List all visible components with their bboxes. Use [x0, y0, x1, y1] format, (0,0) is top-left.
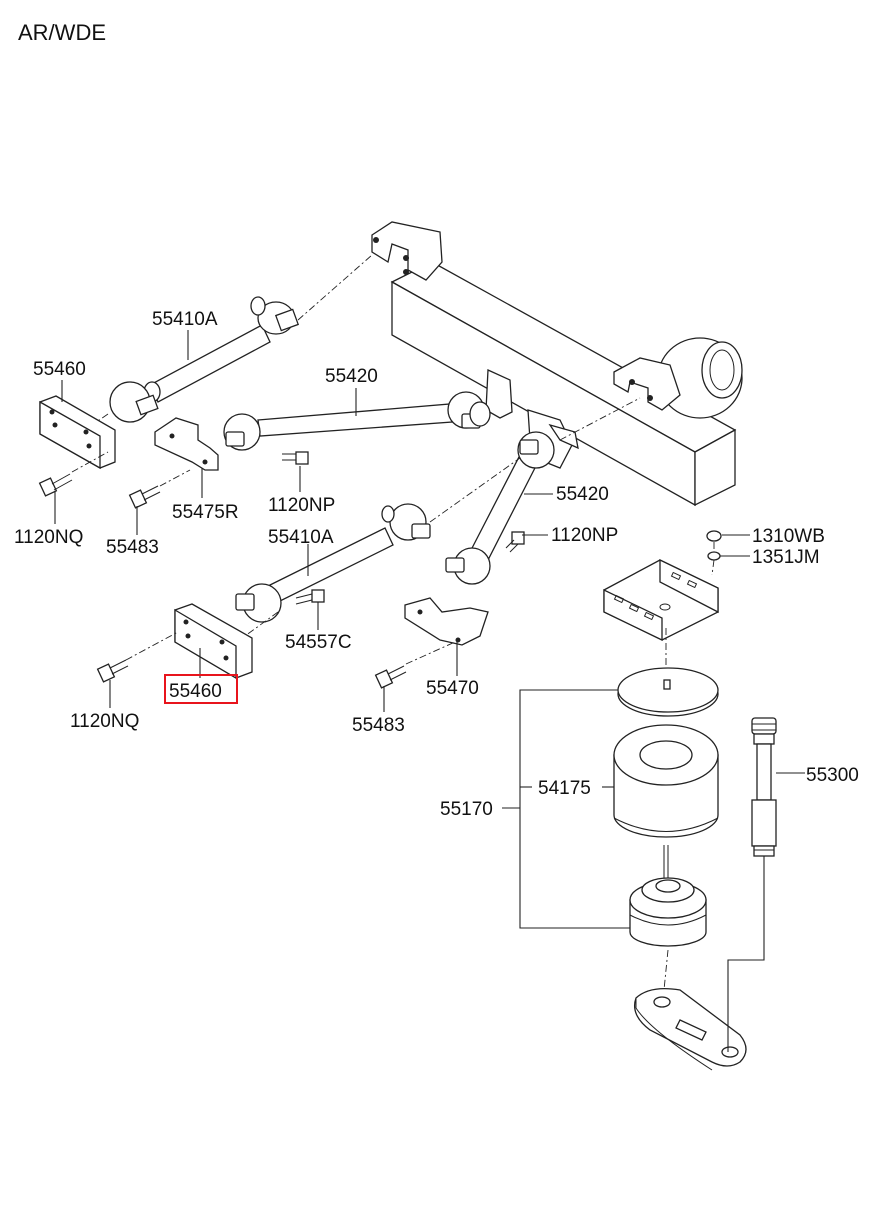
right-frame-bracket: [613, 357, 681, 411]
highlight-box: [164, 674, 238, 704]
label-1120NP-mid[interactable]: 1120NP: [268, 495, 335, 516]
label-54175[interactable]: 54175: [538, 778, 591, 799]
label-1120NQ-top[interactable]: 1120NQ: [14, 527, 83, 548]
washer-disc: [617, 667, 719, 717]
lower-link-55410A: [235, 503, 431, 623]
bracket-55470: [404, 597, 489, 646]
bolt-1120NQ-top: [38, 473, 73, 497]
bolt-1120NQ-low: [96, 659, 129, 683]
mount-bracket: [603, 558, 719, 642]
bracket-55475R: [154, 417, 219, 471]
bolt-1120NP-mid: [282, 451, 309, 465]
label-55410A-top[interactable]: 55410A: [152, 309, 218, 330]
middle-rod-55420: [223, 391, 491, 451]
label-55300[interactable]: 55300: [806, 765, 859, 786]
centerline: [711, 559, 715, 576]
bolt-55483-low: [374, 665, 407, 689]
label-55170[interactable]: 55170: [440, 799, 493, 820]
centerline: [159, 469, 191, 487]
label-54557C[interactable]: 54557C: [285, 632, 352, 653]
pin-55300: [751, 717, 777, 857]
label-55483-top[interactable]: 55483: [106, 537, 159, 558]
bolt-55483-top: [128, 485, 161, 509]
label-55410A-low[interactable]: 55410A: [268, 527, 334, 548]
label-1120NP-right[interactable]: 1120NP: [551, 525, 618, 546]
label-1120NQ-low[interactable]: 1120NQ: [70, 711, 139, 732]
label-55470[interactable]: 55470: [426, 678, 479, 699]
lower-seat: [629, 845, 707, 947]
label-55483-low[interactable]: 55483: [352, 715, 405, 736]
label-55460-low[interactable]: 55460: [169, 681, 222, 702]
upper-link-55410A: [109, 296, 300, 423]
label-55475R[interactable]: 55475R: [172, 502, 239, 523]
diagonal-rod-55420: [445, 431, 555, 585]
plate-55460-upper: [39, 395, 116, 470]
upper-frame-bracket: [371, 221, 443, 281]
label-55460-top[interactable]: 55460: [33, 359, 86, 380]
centerline: [244, 611, 279, 637]
bumper-54175: [613, 724, 719, 838]
nut-1310WB: [706, 530, 722, 542]
label-1310WB[interactable]: 1310WB: [752, 526, 825, 547]
centerline: [297, 254, 373, 321]
bolt-1120NP-right: [505, 531, 525, 553]
bolt-54557C: [295, 589, 325, 605]
diagram-title: AR/WDE: [18, 20, 106, 45]
centerline: [71, 451, 109, 473]
axle-housing: [390, 261, 743, 507]
centerline: [125, 631, 179, 661]
centerline: [429, 457, 521, 523]
centerline: [663, 949, 669, 991]
label-55420-right[interactable]: 55420: [556, 484, 609, 505]
label-1351JM[interactable]: 1351JM: [752, 547, 820, 568]
plate-55460-lower: [174, 603, 253, 680]
washer-1351JM: [707, 551, 721, 561]
label-55420-mid[interactable]: 55420: [325, 366, 378, 387]
centerline: [559, 397, 641, 441]
centerline: [405, 641, 456, 665]
leader-lines: [54, 330, 805, 1052]
base-bracket: [633, 987, 747, 1071]
